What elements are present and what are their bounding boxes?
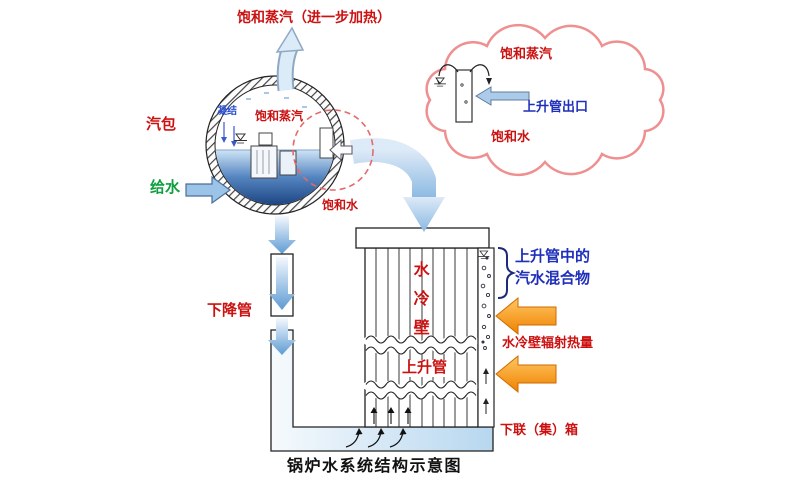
label-cloud-sat-water: 饱和水 (491, 129, 531, 144)
steam-outlet-arrow (275, 26, 305, 91)
label-feed-water: 给水 (150, 179, 181, 196)
label-riser-outlet: 上升管出口 (523, 99, 589, 114)
chimney-icon (319, 127, 334, 159)
callout-cloud (425, 23, 665, 177)
riser-panel (355, 227, 490, 428)
steam-bubbles (480, 256, 491, 350)
downcomer-arrow-2 (269, 257, 295, 310)
condensate-arrows (223, 122, 235, 142)
drum-internals (221, 122, 334, 179)
feed-water-arrow (185, 175, 232, 205)
riser-top-header (355, 227, 490, 249)
drum-inlet-arrow-icon (329, 138, 353, 162)
heat-arrow-icon (495, 296, 557, 336)
downcomer-arrow-1 (268, 216, 296, 254)
tube-inlet-arrowheads (370, 407, 412, 413)
label-radiation-heat: 水冷壁辐射热量 (502, 335, 594, 350)
label-mixture-line2: 汽水混合物 (515, 270, 591, 287)
separator-box-icon (250, 145, 278, 179)
label-saturated-water: 饱和水 (322, 198, 359, 212)
zoom-circle (292, 109, 374, 191)
column-flow-arrowheads (483, 368, 489, 404)
label-condensation: 凝结 (217, 106, 237, 117)
riser-tube-column (477, 247, 495, 428)
label-riser: 上升管 (400, 359, 450, 377)
separator-box-icon (258, 132, 273, 146)
label-cloud-sat-steam: 饱和蒸汽 (500, 46, 553, 61)
label-lower-header: 下联（集）箱 (500, 422, 579, 437)
cloud-outline (425, 23, 665, 177)
header-flow-arrowheads (355, 428, 407, 435)
panel-break-lines (361, 335, 481, 400)
heat-arrows (495, 296, 557, 394)
riser-outlet-pipe (349, 138, 445, 232)
label-top-steam: 饱和蒸汽（进一步加热） (237, 9, 391, 25)
label-mixture-line1: 上升管中的 (515, 248, 591, 265)
condensate-arrowheads (221, 137, 237, 147)
label-downcomer: 下降管 (207, 302, 253, 319)
downcomer-arrow-3 (268, 318, 296, 355)
heat-arrow-icon (495, 354, 557, 394)
steam-drum (205, 75, 345, 215)
tube-inlet-arrows (373, 411, 409, 424)
label-water-wall: 水冷壁 (410, 261, 428, 348)
outlet-flow-arrow-icon (475, 86, 530, 106)
outlet-pipe-icon (455, 69, 473, 123)
mixture-brace-icon (497, 247, 517, 299)
page-title: 锅炉水系统结构示意图 (287, 458, 463, 475)
label-steam-drum: 汽包 (146, 116, 177, 133)
label-drum-sat-steam: 饱和蒸汽 (255, 109, 304, 123)
circulation-arrows (438, 64, 490, 77)
downcomer-pipe (268, 216, 296, 355)
